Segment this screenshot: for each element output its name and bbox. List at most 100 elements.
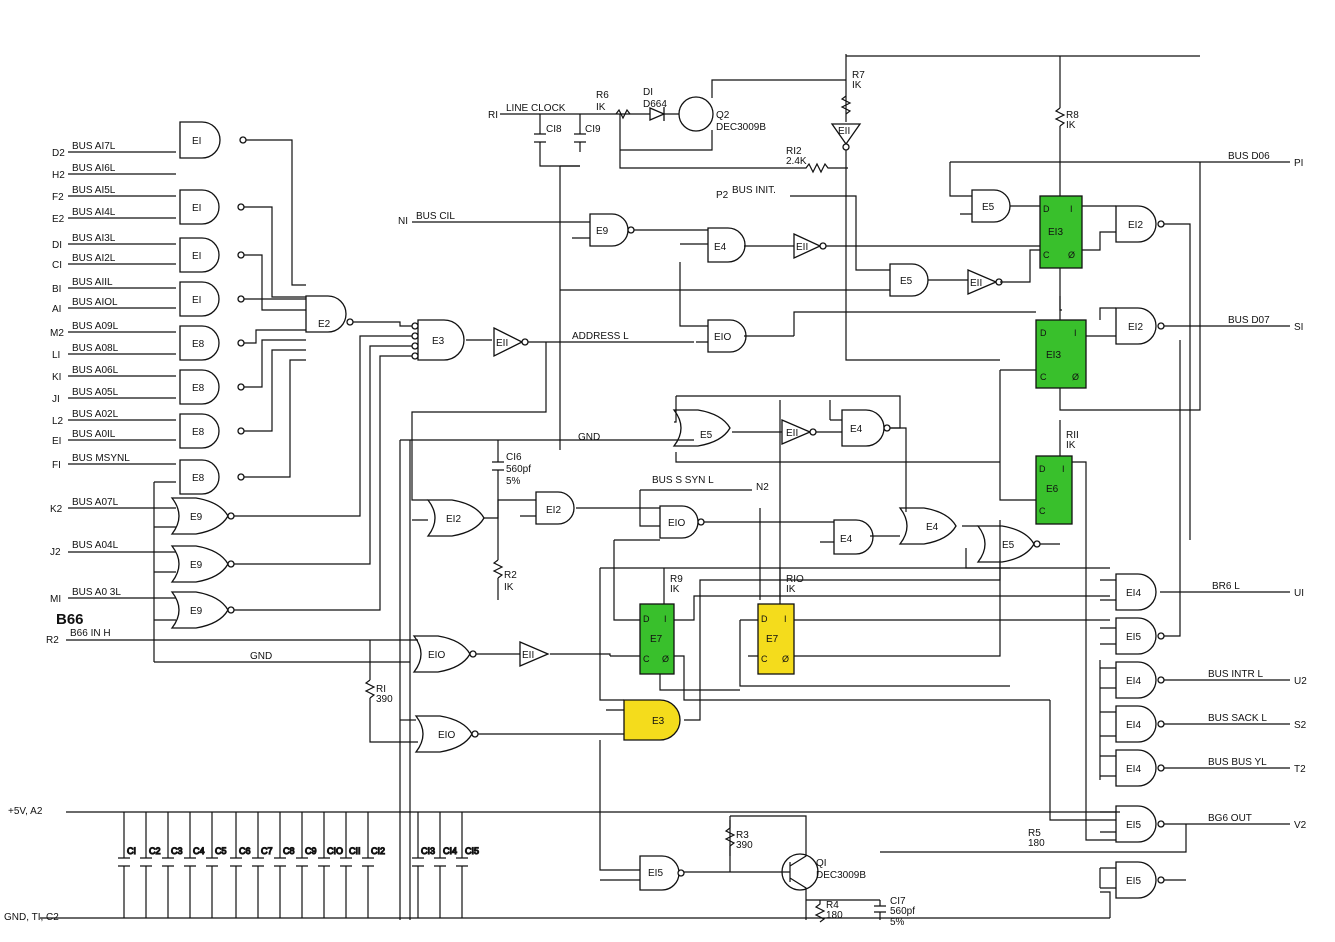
bus-init-label: BUS INIT. xyxy=(732,185,776,196)
ff-pin-qn: Ø xyxy=(1068,250,1075,260)
e3-gate: E3 EII ADDRESS L xyxy=(234,319,694,611)
q1-value: DEC3009B xyxy=(816,870,866,881)
capacitor xyxy=(118,812,130,918)
ff-pin-c: C xyxy=(1039,506,1046,516)
input-signal: BUS A06L xyxy=(72,365,119,376)
r3-label: R3 xyxy=(736,830,749,841)
middle-logic: EIO E5 EII E4 EI2 EI2 EIO E4 E4 E5 GND B… xyxy=(399,262,1110,920)
r12-label: RI2 xyxy=(786,146,802,157)
br6-label: BR6 L xyxy=(1212,581,1240,592)
capacitor-label: C9 xyxy=(305,846,317,856)
ff-pin-qn: Ø xyxy=(782,654,789,664)
ri-pin: RI xyxy=(488,110,498,121)
b66-label: B66 xyxy=(56,611,84,628)
input-pin: MI xyxy=(50,594,61,605)
bottom-left-logic: EIO EII EIO EI5 B66 B66 IN H R2 GND RI 3… xyxy=(46,611,780,891)
c17-label: CI7 xyxy=(890,896,906,907)
bus-d06-pin: PI xyxy=(1294,158,1303,169)
gate-label: EI2 xyxy=(1128,220,1143,231)
gate-label: E8 xyxy=(192,427,205,438)
ni-pin: NI xyxy=(398,216,408,227)
r8-label: R8 xyxy=(1066,110,1079,121)
input-pin: LI xyxy=(52,350,60,361)
capacitor-label: CIO xyxy=(327,846,343,856)
gnd-label: GND xyxy=(578,432,600,443)
b66-in-label: B66 IN H xyxy=(70,628,111,639)
capacitor-label: C8 xyxy=(283,846,295,856)
capacitor-label: CI2 xyxy=(371,846,385,856)
gate-label: EI2 xyxy=(546,505,561,516)
ff-pin-q: I xyxy=(1074,328,1077,338)
gate-label: E4 xyxy=(840,534,853,545)
ff-pin-c: C xyxy=(1040,372,1047,382)
r11-label: RII xyxy=(1066,430,1079,441)
capacitor-label: CI xyxy=(127,846,136,856)
capacitor xyxy=(206,812,218,918)
ff-e7-green xyxy=(639,603,675,675)
ff-pin-c: C xyxy=(1043,250,1050,260)
gate-label: E8 xyxy=(192,473,205,484)
input-signal: BUS A05L xyxy=(72,387,119,398)
gate-label: EI5 xyxy=(1126,876,1141,887)
address-label: ADDRESS L xyxy=(572,331,629,342)
n2-pin: N2 xyxy=(756,482,769,493)
gate-label: EI xyxy=(192,251,201,262)
capacitor xyxy=(362,812,374,918)
capacitor-label: CI5 xyxy=(465,846,479,856)
c19-label: CI9 xyxy=(585,124,601,135)
e9-gate-group: E9 E9 E9 xyxy=(68,481,410,663)
input-signal: BUS AI2L xyxy=(72,253,116,264)
q2-label: Q2 xyxy=(716,110,730,121)
bus-intr-label: BUS INTR L xyxy=(1208,669,1263,680)
input-pin: DI xyxy=(52,240,62,251)
clock-section: RI LINE CLOCK CI8 CI9 R6 IK DI D664 Q2 D… xyxy=(398,54,1200,450)
ground-label: GND, TI, C2 xyxy=(4,912,59,923)
gate-label: EIO xyxy=(668,518,685,529)
input-signal: BUS A02L xyxy=(72,409,119,420)
capacitor xyxy=(140,812,152,918)
input-signal: BUS AIOL xyxy=(72,297,118,308)
bus-sack-pin: S2 xyxy=(1294,720,1307,731)
r9-value: IK xyxy=(670,584,680,595)
r4-label: R4 xyxy=(826,900,839,911)
gate-label: E9 xyxy=(190,560,203,571)
r7-value: IK xyxy=(852,80,862,91)
capacitor xyxy=(340,812,352,918)
e2-gate: E2 xyxy=(244,139,354,478)
capacitor-label: C4 xyxy=(193,846,205,856)
c16-label: CI6 xyxy=(506,452,522,463)
gate-label: E9 xyxy=(596,226,609,237)
input-pin: J2 xyxy=(50,547,61,558)
power-label: +5V, A2 xyxy=(8,806,43,817)
input-signal: BUS A04L xyxy=(72,540,119,551)
r8-value: IK xyxy=(1066,120,1076,131)
input-pin: FI xyxy=(52,460,61,471)
capacitor-label: CI4 xyxy=(443,846,457,856)
r9-label: R9 xyxy=(670,574,683,585)
input-gate-bank: EI EI EI EI E8 E8 E8 E8 D2 BUS AI7L H2 B… xyxy=(50,121,247,605)
gate-label: EI4 xyxy=(1126,764,1141,775)
capacitor xyxy=(456,812,468,918)
bus-d07-pin: SI xyxy=(1294,322,1303,333)
r12-value: 2.4K xyxy=(786,156,807,167)
r5-value: 180 xyxy=(1028,838,1045,849)
input-pin: CI xyxy=(52,260,62,271)
gate-label: EIO xyxy=(428,650,445,661)
r7-label: R7 xyxy=(852,70,865,81)
input-signal: BUS AI4L xyxy=(72,207,116,218)
e13-flipflops: EI3 EI3 E6 D I C Ø D I C Ø D I C E5 E5 xyxy=(560,151,1303,640)
ff-pin-q: I xyxy=(784,614,787,624)
gate-label: E4 xyxy=(850,424,863,435)
input-pin: K2 xyxy=(50,504,63,515)
gate-label: E5 xyxy=(982,202,995,213)
q1-driver: QI DEC3009B R3 390 R4 180 CI7 560pf 5% xyxy=(724,815,915,928)
ff-label: E7 xyxy=(766,634,779,645)
gate-label: E5 xyxy=(700,430,713,441)
ff-label: E6 xyxy=(1046,484,1059,495)
input-signal: BUS A08L xyxy=(72,343,119,354)
ff-label: E7 xyxy=(650,634,663,645)
p2-pin: P2 xyxy=(716,190,729,201)
e7-flipflops: E7 E7 E3 D I C Ø D I C Ø R9 IK RIO IK xyxy=(599,520,1110,741)
gate-label: E8 xyxy=(192,383,205,394)
